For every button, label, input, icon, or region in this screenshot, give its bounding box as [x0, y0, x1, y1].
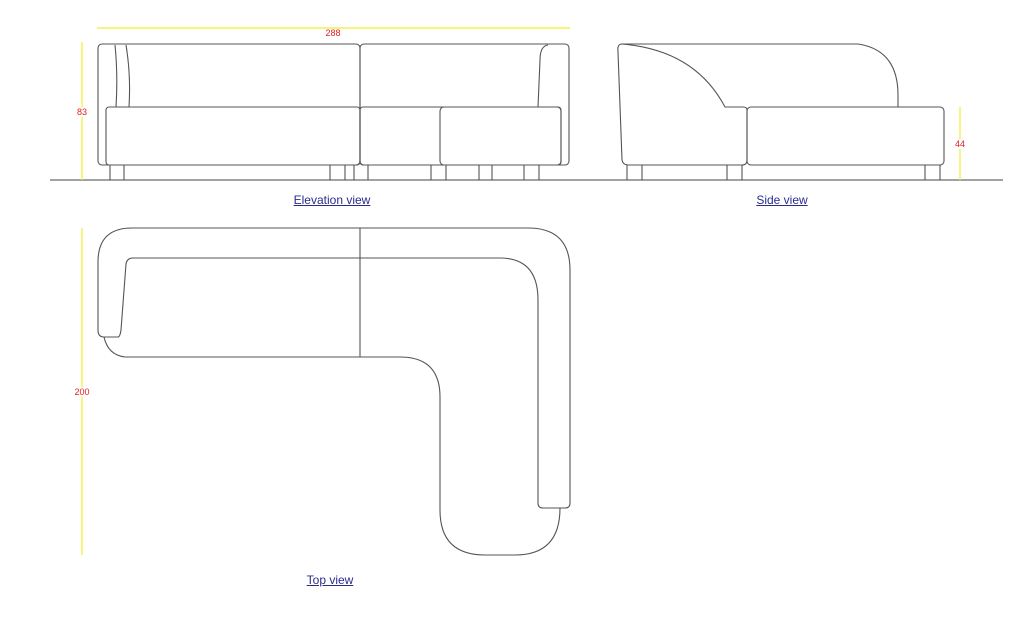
top-view-link[interactable]: Top view: [306, 573, 354, 587]
legs: [109, 165, 540, 180]
width-dimension-label: 288: [325, 28, 341, 38]
height-dimension-label: 83: [76, 107, 88, 117]
side-view-link[interactable]: Side view: [756, 193, 808, 207]
elevation-view-link[interactable]: Elevation view: [293, 193, 371, 207]
side-view: [617, 43, 945, 180]
seat-height-dimension-label: 44: [954, 139, 966, 149]
depth-dimension-label: 200: [74, 387, 90, 397]
elevation-view: [97, 43, 570, 180]
top-view: [97, 227, 571, 556]
